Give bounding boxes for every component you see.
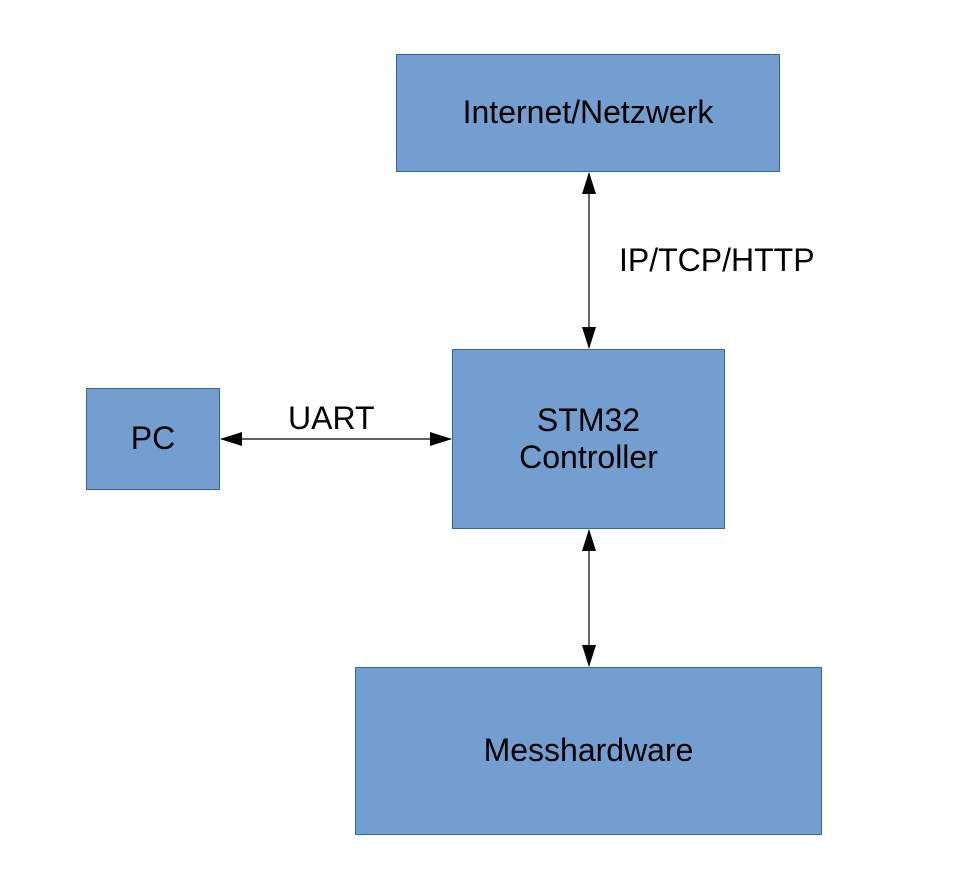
stm32-controller-label: STM32 Controller <box>519 402 658 477</box>
pc-label: PC <box>130 420 176 457</box>
ip-tcp-http-edge-label: IP/TCP/HTTP <box>619 242 815 278</box>
stm32-label-line2: Controller <box>519 439 658 475</box>
stm32-controller-node: STM32 Controller <box>452 349 725 529</box>
internet-netzwerk-node: Internet/Netzwerk <box>396 54 780 172</box>
internet-netzwerk-label: Internet/Netzwerk <box>462 94 714 131</box>
messhardware-label: Messhardware <box>483 732 694 769</box>
messhardware-node: Messhardware <box>355 667 822 835</box>
pc-node: PC <box>86 388 220 490</box>
uart-edge-label: UART <box>288 400 375 436</box>
stm32-label-line1: STM32 <box>536 401 641 438</box>
